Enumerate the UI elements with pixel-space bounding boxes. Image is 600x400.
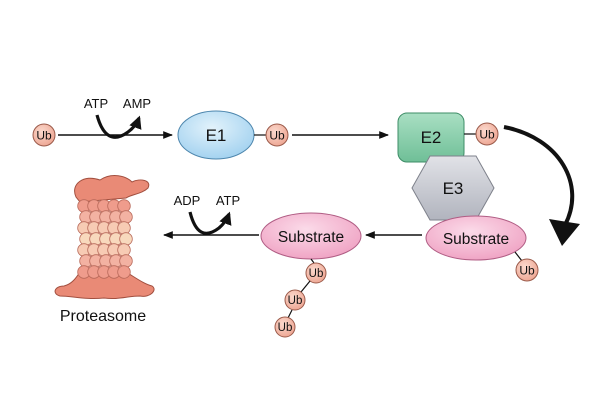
adp-label: ADP [174, 193, 201, 208]
substrate-label: Substrate [278, 229, 344, 246]
e2-label: E2 [421, 128, 442, 147]
proteasome-label: Proteasome [60, 308, 146, 325]
proteasome-top-cap [74, 175, 150, 203]
ub-label: Ub [269, 129, 285, 143]
atp-label: ATP [216, 193, 240, 208]
polyub-chain-ub-2: Ub [284, 289, 306, 311]
proteasome [54, 175, 155, 300]
e1-label: E1 [206, 126, 227, 145]
ub-label: Ub [519, 264, 535, 278]
polyub-chain-ub-1: Ub [305, 262, 327, 284]
e2-bound-ubiquitin: Ub [475, 122, 499, 146]
polyub-chain-ub-3: Ub [274, 316, 296, 338]
ub-label: Ub [278, 322, 293, 334]
proteasome-bottom-cap [54, 271, 155, 300]
free-ubiquitin: Ub [32, 123, 56, 147]
proteasome-subunit [117, 199, 131, 213]
proteasome-subunit [119, 254, 133, 268]
substrate-bound-e3: Substrate [425, 215, 527, 261]
proteasome-subunit [117, 221, 131, 235]
polyub-bond-3 [287, 309, 293, 319]
proteasome-core-rings [77, 199, 133, 279]
e1-bound-ubiquitin: Ub [265, 123, 289, 147]
e1-enzyme: E1 [177, 110, 255, 160]
ub-label: Ub [309, 268, 324, 280]
ub-label: Ub [288, 295, 303, 307]
proteasome-subunit [119, 210, 133, 224]
substrate-label: Substrate [443, 231, 509, 248]
amp-output-label: AMP [123, 96, 151, 111]
substrate-ub-bond [514, 251, 523, 262]
ub-label: Ub [479, 128, 495, 142]
ub-transfer-arrowhead [549, 219, 580, 246]
ub-label: Ub [36, 129, 52, 143]
adp-atp-curved-arrow [188, 211, 232, 235]
atp-input-label: ATP [84, 96, 108, 111]
atp-amp-curved-arrow [95, 114, 142, 139]
proteasome-subunit [117, 265, 131, 279]
e3-ligase: E3 [411, 155, 495, 221]
proteasome-subunit [119, 232, 133, 246]
proteasome-subunit [117, 243, 131, 257]
ub-transfer-curve [503, 125, 575, 226]
e3-label: E3 [443, 179, 464, 198]
substrate-attached-ubiquitin: Ub [515, 258, 539, 282]
polyub-bond-2 [300, 280, 311, 293]
polyubiquitinated-substrate: Substrate [260, 212, 362, 260]
polyub-bond-1 [310, 258, 315, 264]
e2-enzyme: E2 [397, 112, 465, 163]
